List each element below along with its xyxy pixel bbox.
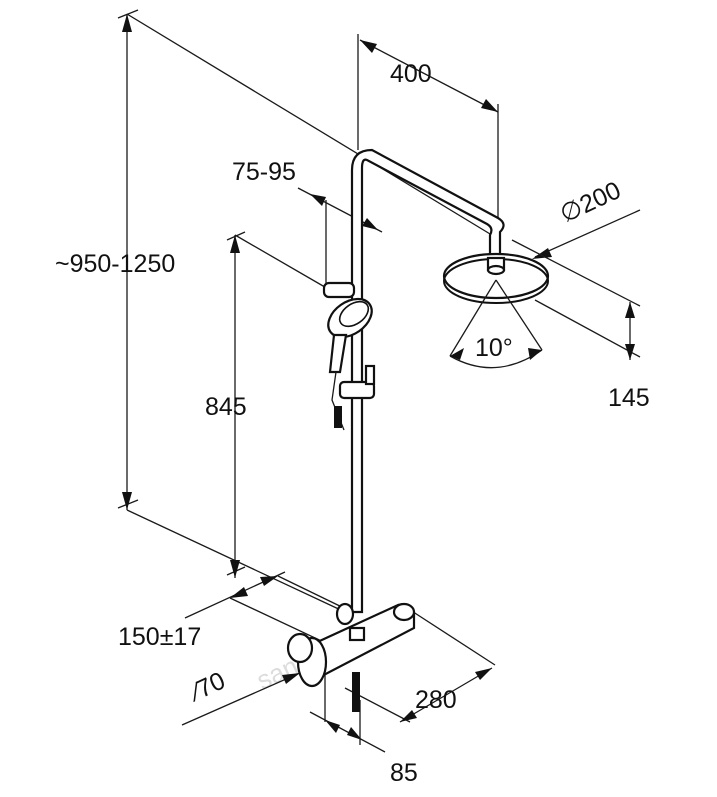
label-head-diameter: ∅200 xyxy=(556,176,625,228)
slider-holder xyxy=(338,364,376,400)
outlet-pipe xyxy=(352,672,360,712)
dim-head-diameter xyxy=(532,209,641,259)
label-height-range: ~950-1250 xyxy=(55,250,175,278)
label-arm-length: 400 xyxy=(390,60,432,88)
label-inlet-spacing: 150±17 xyxy=(118,623,201,651)
label-holder-height: 845 xyxy=(205,393,247,421)
hand-shower xyxy=(327,297,373,374)
dim-valve-length xyxy=(344,605,496,723)
dim-valve-diameter xyxy=(181,671,303,726)
dim-holder-height xyxy=(226,231,331,578)
overhead-shower-head xyxy=(442,252,550,304)
label-rail-clearance: 75-95 xyxy=(232,158,296,186)
dim-overall-height xyxy=(117,9,501,613)
dim-rail-clearance xyxy=(297,187,383,290)
dim-head-height xyxy=(511,239,641,360)
label-wall-clearance: 85 xyxy=(390,759,418,787)
hose xyxy=(331,371,345,431)
thermostatic-valve xyxy=(298,602,416,680)
label-valve-diameter: ∕70 xyxy=(183,667,229,708)
riser-pipe xyxy=(350,148,505,614)
label-head-height: 145 xyxy=(608,384,650,412)
label-head-tilt: 10° xyxy=(475,334,513,362)
spray-angle-indicator xyxy=(449,279,543,369)
temperature-knob xyxy=(286,632,328,688)
rail-bracket xyxy=(322,281,356,299)
label-valve-length: 280 xyxy=(415,686,457,714)
